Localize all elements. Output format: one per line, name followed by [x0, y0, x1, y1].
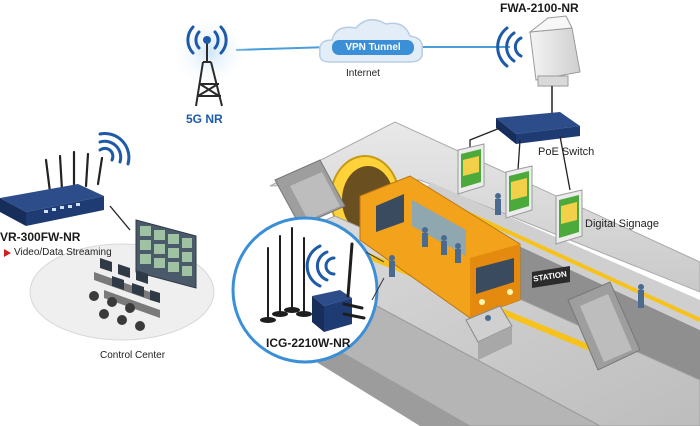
icg-2210w-nr-device [312, 242, 366, 332]
fwa-2100-nr-device [528, 15, 581, 118]
signage-panel-3 [555, 189, 583, 245]
vr-300fw-nr-router [0, 150, 104, 226]
vr-wifi-icon [98, 132, 131, 166]
control-center-label: Control Center [100, 350, 166, 361]
5g-signal-glow [170, 14, 250, 90]
digital-signage-panels [457, 143, 583, 245]
red-bullet-icon [4, 249, 11, 257]
video-wall-icon [135, 219, 197, 289]
poe-cables [469, 127, 571, 191]
ticket-gate-icon [465, 305, 513, 360]
vpn-tunnel-pill [332, 40, 414, 55]
icg-antennas-icon [267, 227, 305, 319]
vr-300fw-nr-label: VR-300FW-NR [0, 230, 81, 244]
train-icon [359, 175, 521, 319]
passenger-icons [389, 193, 644, 308]
icg-2210w-nr-label: ICG-2210W-NR [266, 336, 351, 350]
poe-switch-device [496, 112, 580, 144]
5g-nr-label: 5G NR [186, 112, 223, 126]
video-streaming-label: Video/Data Streaming [14, 247, 112, 258]
antenna-top-icon [203, 36, 211, 44]
5g-wifi-waves-icon [186, 25, 228, 55]
signage-panel-2 [505, 165, 533, 219]
poe-switch-label: PoE Switch [538, 146, 595, 158]
icg-antenna-bases [260, 307, 312, 323]
digital-signage-label: Digital Signage [585, 218, 659, 230]
5g-to-cloud-link [235, 46, 331, 51]
internet-label: Internet [346, 68, 380, 79]
icg-wifi-icon [305, 244, 336, 288]
station-sign [532, 266, 570, 288]
fwa-wifi-icon [496, 26, 523, 68]
zoom-connector-lines [365, 251, 385, 301]
vr-to-control-cable [109, 205, 131, 231]
vpn-tunnel-label: VPN Tunnel [345, 42, 401, 53]
signage-panel-1 [457, 143, 485, 195]
operator-chairs-icon [89, 291, 145, 331]
fwa-label: FWA-2100-NR [500, 1, 579, 15]
